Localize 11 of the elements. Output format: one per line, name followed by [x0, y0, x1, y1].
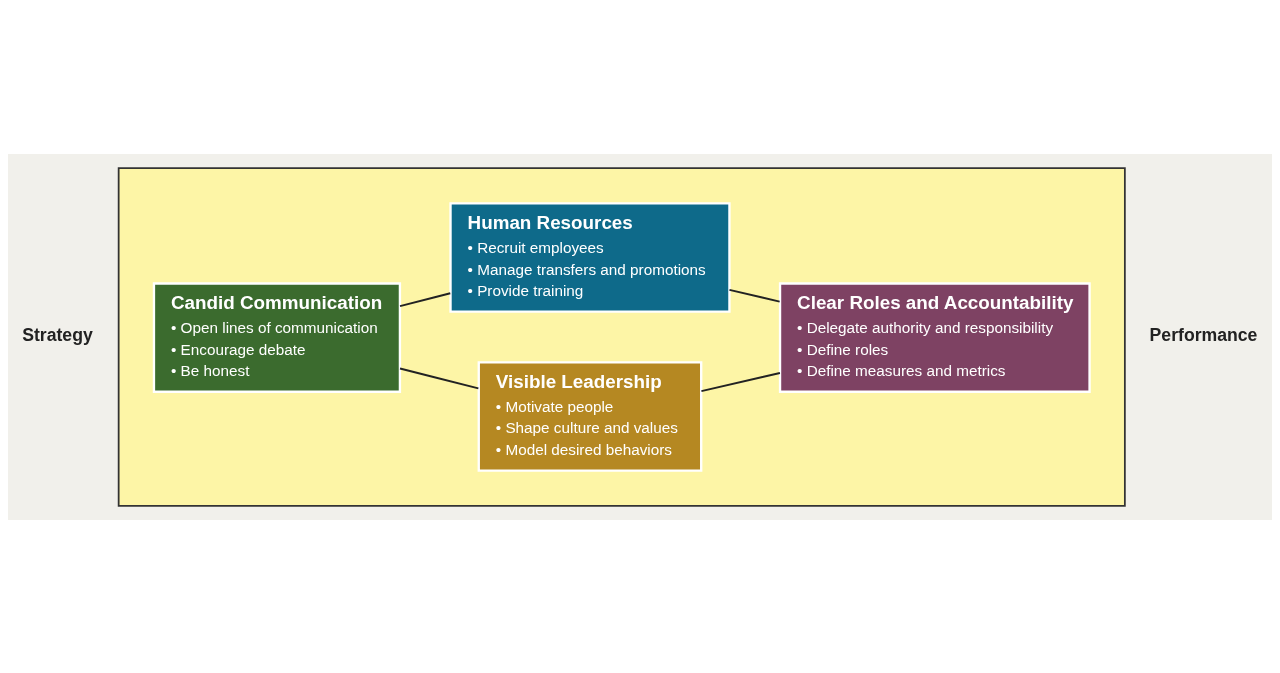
connector	[700, 371, 781, 392]
node-box: Candid Communication • Open lines of communication • Encourage debate • Be honest	[152, 281, 402, 393]
connector	[399, 367, 480, 389]
node-box: Visible Leadership • Motivate people • Shape culture and values • Model desired behaviors	[477, 360, 703, 472]
connector	[728, 288, 781, 303]
connector	[399, 291, 452, 307]
label: Strategy	[22, 324, 93, 345]
cluster	[117, 166, 1126, 507]
label: Performance	[1149, 324, 1258, 345]
node-box: Human Resources • Recruit employees • Manage transfers and promotions • Provide training	[449, 201, 731, 313]
node-box: Clear Roles and Accountability • Delegate authority and responsibility • Define roles • Define measures and metrics	[778, 281, 1091, 393]
